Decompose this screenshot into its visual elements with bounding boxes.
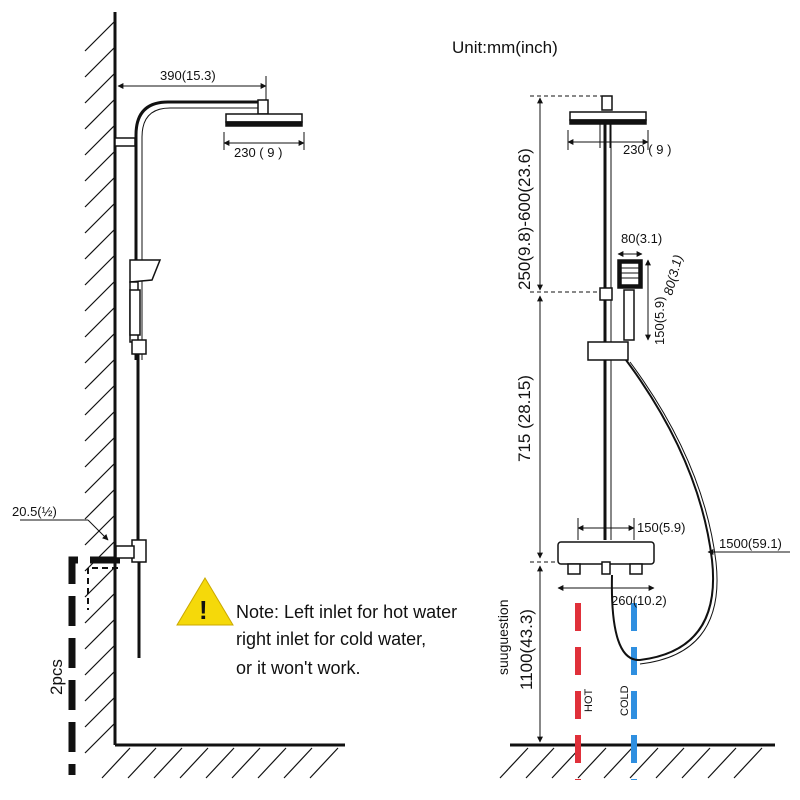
hatch-line [283, 747, 313, 779]
hatch-line [655, 747, 685, 779]
rail-height-label: 715 (28.15) [515, 375, 534, 462]
valve-width-label: 260(10.2) [611, 593, 667, 608]
elbow-count-label: 2pcs [47, 659, 66, 695]
cold-label: COLD [619, 685, 631, 716]
hatch-line [499, 747, 529, 779]
hatch-line [179, 747, 209, 779]
hot-label: HOT [583, 689, 595, 713]
hatch-line [629, 747, 659, 779]
hatch-line [84, 462, 116, 494]
hatch-line [205, 747, 235, 779]
inlet-thread-label: 20.5(½) [12, 504, 57, 519]
hatch-line [127, 747, 157, 779]
left-side-view: 20.5(½) 2pcs 390(15.3 [12, 12, 345, 779]
shower-hose [610, 359, 714, 662]
arm-length-label: 390(15.3) [160, 68, 216, 83]
hatch-line [681, 747, 711, 779]
hatch-line [84, 254, 116, 286]
hatch-line [84, 124, 116, 156]
hatch-line [231, 747, 261, 779]
hatch-line [84, 618, 116, 650]
hatch-line [84, 592, 116, 624]
hatch-line [84, 670, 116, 702]
inlet-elbow-dashed-inner [87, 567, 118, 610]
hatch-line [84, 696, 116, 728]
hatch-line [84, 46, 116, 78]
hatch-line [84, 176, 116, 208]
hatch-line [84, 228, 116, 260]
left-head-diameter-label: 230 ( 9 ) [234, 145, 282, 160]
hatch-line [84, 722, 116, 754]
handset-head-label: 80(3.1) [660, 253, 685, 297]
hose-length-label: 1500(59.1) [719, 536, 782, 551]
handset-height-label: 150(5.9) [652, 297, 667, 345]
hatch-line [707, 747, 737, 779]
hatch-line [84, 540, 116, 572]
hatch-line [84, 488, 116, 520]
hatch-line [577, 747, 607, 779]
right-shower-column [557, 95, 655, 575]
left-shower-column [114, 99, 303, 658]
hatch-line [525, 747, 555, 779]
hatch-line [84, 644, 116, 676]
hatch-line [603, 747, 633, 779]
inlet-spacing-label: 150(5.9) [637, 520, 685, 535]
hatch-line [84, 436, 116, 468]
hatch-line [84, 20, 116, 52]
hatch-line [733, 747, 763, 779]
hatch-line [84, 358, 116, 390]
hatch-line [84, 150, 116, 182]
hatch-line [309, 747, 339, 779]
warning-note: ! Note: Left inlet for hot water right i… [176, 577, 457, 678]
warning-icon [176, 577, 234, 626]
note-line-1: Note: Left inlet for hot water [236, 602, 457, 622]
hatch-line [84, 280, 116, 312]
hatch-line [84, 566, 116, 598]
hatch-line [257, 747, 287, 779]
hatch-line [84, 332, 116, 364]
install-height-label: 1100(43.3) [517, 609, 536, 690]
unit-label: Unit:mm(inch) [452, 38, 558, 57]
hatch-line [84, 410, 116, 442]
wall [84, 12, 345, 779]
install-suggestion-label: suuguestion [495, 599, 511, 675]
hatch-line [101, 747, 131, 779]
hatch-line [84, 98, 116, 130]
right-head-diameter-label: 230 ( 9 ) [623, 142, 671, 157]
warning-icon-mark: ! [199, 595, 208, 625]
right-front-view: Unit:mm(inch) HOT COLD [452, 38, 790, 780]
inlet-elbow-dashed [68, 556, 120, 775]
hatch-line [153, 747, 183, 779]
note-line-3: or it won't work. [236, 658, 360, 678]
top-height-label: 250(9.8)-600(23.6) [515, 148, 534, 290]
hatch-line [84, 306, 116, 338]
hatch-line [84, 72, 116, 104]
hatch-line [84, 202, 116, 234]
note-line-2: right inlet for cold water, [236, 629, 426, 649]
handset-width-label: 80(3.1) [621, 231, 662, 246]
hatch-line [84, 384, 116, 416]
hatch-line [84, 514, 116, 546]
